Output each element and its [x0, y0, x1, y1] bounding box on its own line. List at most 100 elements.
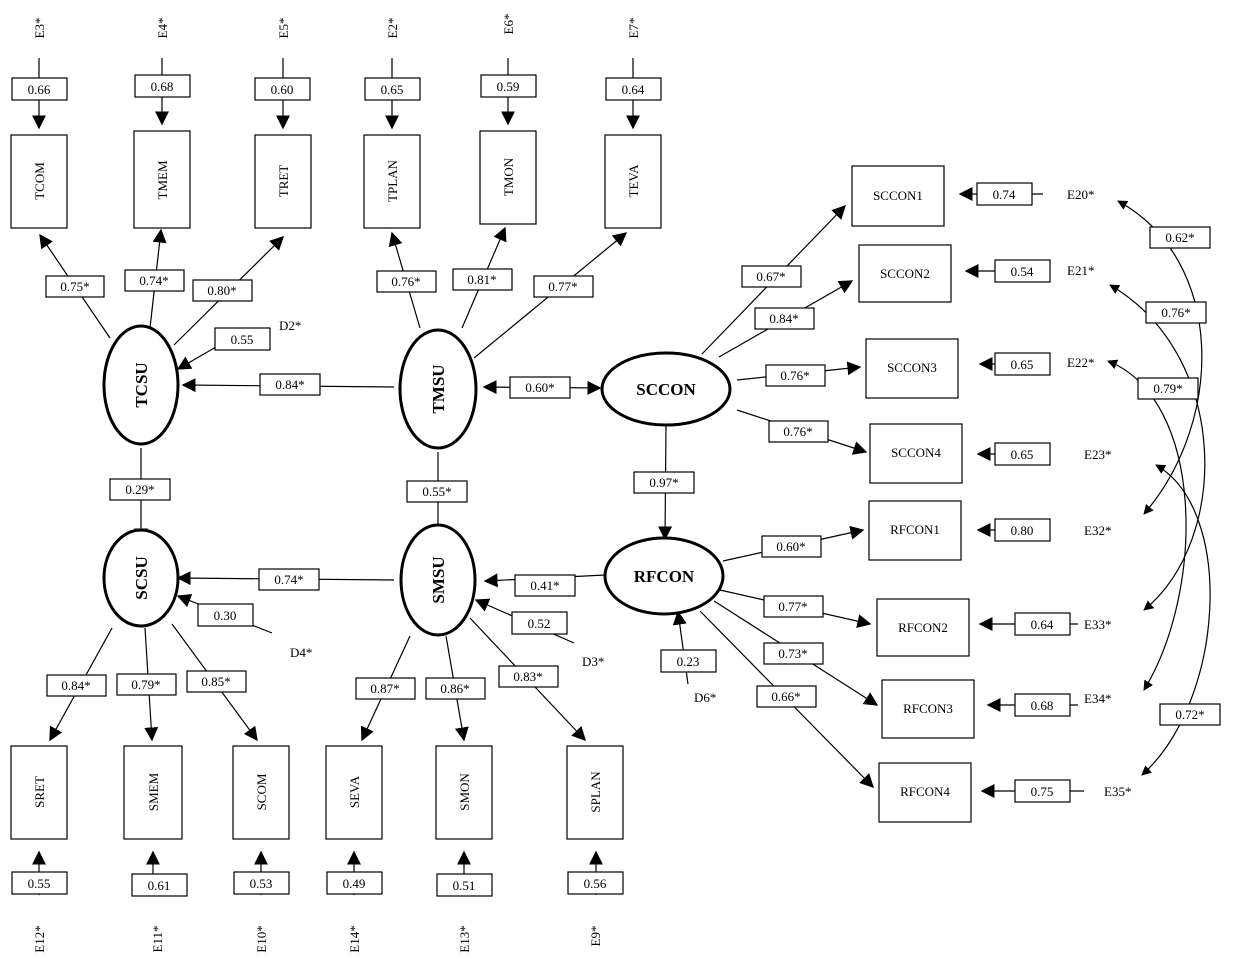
label-smsu: SMSU — [429, 556, 448, 603]
value-e6: 0.59 — [497, 79, 520, 94]
value-box-e2 — [364, 77, 421, 101]
coef-cov-e23-e35: 0.72* — [1175, 707, 1204, 722]
box-smem — [123, 745, 183, 840]
coef-tmsu-tplan: 0.76* — [391, 274, 420, 289]
box-rfcon2 — [876, 598, 970, 657]
coef-box-tcsu-tcom — [45, 275, 105, 298]
coef-tmsu-teva: 0.77* — [548, 279, 577, 294]
coef-cov-e22-e34: 0.79* — [1153, 381, 1182, 396]
ellipse-smsu — [399, 523, 477, 637]
coef-sccon-3: 0.76* — [780, 368, 809, 383]
disturbance-label-d2: D2* — [279, 318, 301, 333]
coef-tcsu-scsu: 0.29* — [125, 482, 154, 497]
label-sccon2: SCCON2 — [880, 266, 930, 281]
value-box-e32 — [994, 518, 1051, 542]
value-e22: 0.65 — [1011, 357, 1034, 372]
box-sccon3 — [865, 338, 959, 399]
label-sccon: SCCON — [636, 380, 696, 399]
value-box-e3 — [11, 77, 68, 101]
coef-tcsu-tcom: 0.75* — [60, 279, 89, 294]
error-label-e22: E22* — [1067, 355, 1094, 370]
coef-tcsu-tret: 0.80* — [207, 283, 236, 298]
label-tret: TRET — [276, 165, 291, 198]
label-smon: SMON — [457, 773, 472, 811]
coef-rfcon-1: 0.60* — [776, 539, 805, 554]
box-tmem — [133, 130, 191, 229]
label-tmon: TMON — [501, 157, 516, 196]
error-label-e5: E5* — [276, 18, 291, 39]
error-label-e23: E23* — [1084, 447, 1111, 462]
label-tcsu: TCSU — [132, 362, 151, 407]
value-d2: 0.55 — [231, 332, 254, 347]
value-box-e13 — [436, 873, 493, 897]
box-sccon1 — [851, 165, 945, 227]
label-seva: SEVA — [347, 775, 362, 808]
label-rfcon: RFCON — [634, 567, 695, 586]
value-box-e5 — [254, 77, 311, 101]
coef-box-sccon-3 — [765, 364, 826, 387]
indicators-right: SCCON1 SCCON2 SCCON3 SCCON4 RFCON1 RFCON… — [851, 165, 975, 823]
value-e12: 0.55 — [28, 876, 51, 891]
label-splan: SPLAN — [588, 771, 603, 813]
coef-smsu-splan: 0.83* — [513, 669, 542, 684]
label-tcom: TCOM — [32, 162, 47, 200]
error-label-e7: E7* — [626, 18, 641, 39]
coef-box-scsu-sret — [46, 674, 107, 697]
coef-box-smsu-scsu — [258, 568, 320, 591]
label-scom: SCOM — [254, 773, 269, 810]
box-tmon — [479, 130, 537, 225]
coef-rfcon-smsu: 0.41* — [530, 578, 559, 593]
label-sret: SRET — [32, 776, 47, 808]
coef-box-cov-e20-e32 — [1149, 226, 1211, 249]
value-d3: 0.52 — [528, 616, 551, 631]
value-e10: 0.53 — [250, 876, 273, 891]
value-e33: 0.64 — [1031, 617, 1054, 632]
label-tmem: TMEM — [155, 160, 170, 199]
coef-sccon-rfcon: 0.97* — [649, 475, 678, 490]
box-teva — [604, 134, 662, 229]
value-e14: 0.49 — [343, 876, 366, 891]
latents: TCSU TMSU SCCON SCSU SMSU RFCON — [102, 324, 732, 637]
coef-box-sccon-4 — [768, 420, 829, 443]
value-e21: 0.54 — [1011, 264, 1034, 279]
value-box-e33 — [1014, 612, 1071, 636]
coef-rfcon-3: 0.73* — [778, 646, 807, 661]
value-box-d4 — [197, 603, 254, 627]
label-rfcon1: RFCON1 — [890, 522, 940, 537]
coef-rfcon-4: 0.66* — [771, 689, 800, 704]
coef-box-cov-e21-e33 — [1145, 301, 1207, 324]
curve-e22-e34 — [1107, 359, 1187, 691]
label-teva: TEVA — [626, 164, 641, 198]
box-splan — [566, 745, 624, 840]
coef-scsu-scom: 0.85* — [201, 674, 230, 689]
value-box-e4 — [134, 74, 191, 98]
coef-box-tmsu-tmon — [452, 268, 513, 291]
coef-box-sccon-rfcon — [633, 471, 695, 494]
coef-box-smsu-smon — [425, 677, 486, 700]
coef-cov-e21-e33: 0.76* — [1161, 305, 1190, 320]
value-e35: 0.75 — [1031, 784, 1054, 799]
coef-tcsu-tmem: 0.74* — [139, 273, 168, 288]
error-label-e35: E35* — [1104, 784, 1131, 799]
box-rfcon1 — [868, 500, 962, 561]
ellipse-tmsu — [398, 328, 478, 450]
value-e20: 0.74 — [993, 187, 1016, 202]
box-tplan — [363, 134, 421, 229]
indicators-bottom: SRET SMEM SCOM SEVA SMON SPLAN — [10, 745, 624, 840]
value-e11: 0.61 — [148, 878, 171, 893]
error-label-e21: E21* — [1067, 263, 1094, 278]
error-label-e33: E33* — [1084, 617, 1111, 632]
value-box-e12 — [11, 871, 68, 895]
error-label-e3: E3* — [32, 18, 47, 39]
value-e9: 0.56 — [584, 876, 607, 891]
value-box-e6 — [480, 74, 537, 98]
coef-scsu-sret: 0.84* — [61, 678, 90, 693]
label-rfcon3: RFCON3 — [903, 701, 953, 716]
ellipse-rfcon — [603, 536, 725, 616]
coef-rfcon-2: 0.77* — [778, 599, 807, 614]
coef-box-cov-e23-e35 — [1159, 703, 1221, 726]
error-label-e10: E10* — [254, 925, 269, 952]
coef-box-tcsu-scsu — [109, 478, 171, 501]
coef-smsu-smon: 0.86* — [440, 681, 469, 696]
